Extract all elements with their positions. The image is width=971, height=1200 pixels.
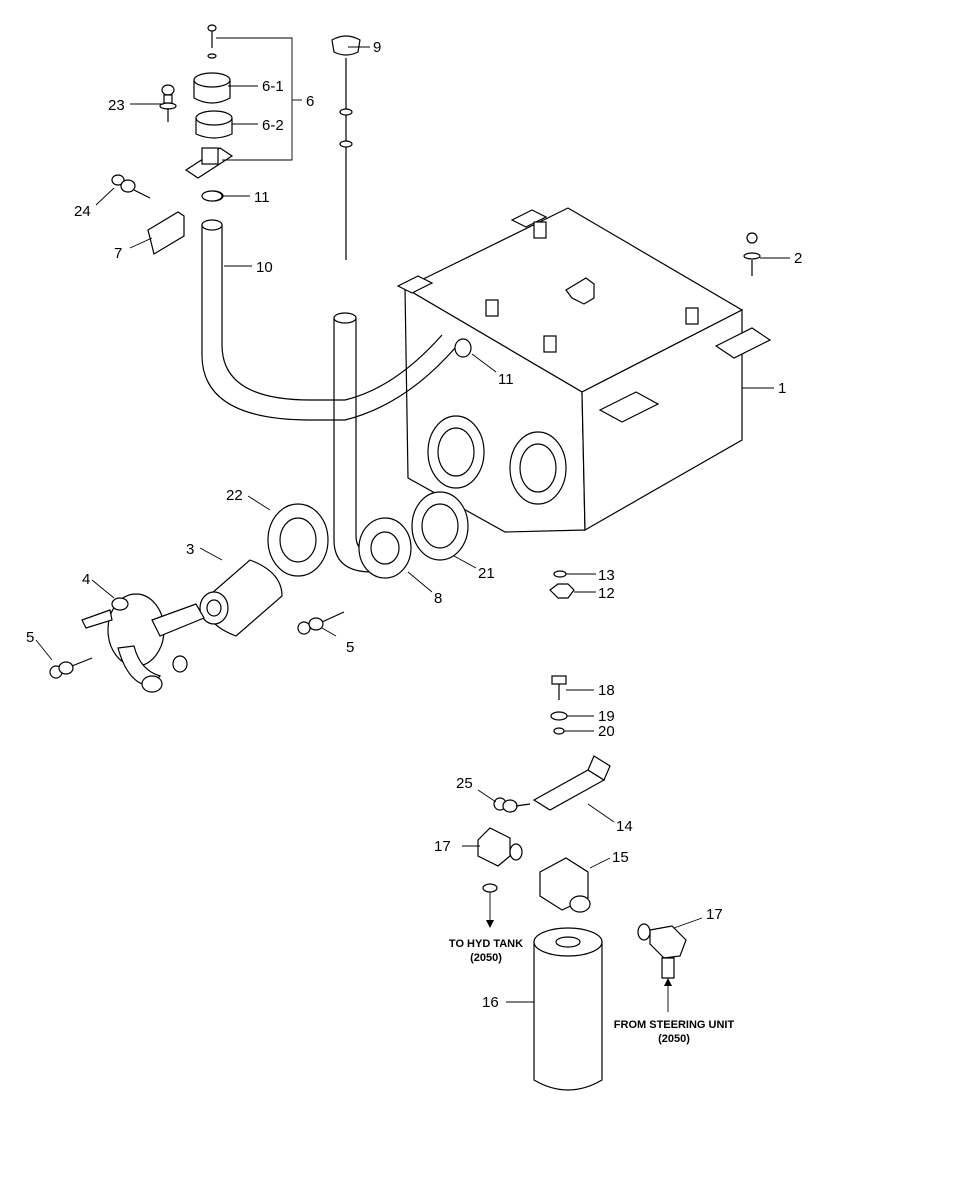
label-23: 23	[108, 97, 125, 114]
note-to-hyd-tank-ref: (2050)	[470, 952, 502, 964]
label-3: 3	[186, 541, 194, 558]
label-12: 12	[598, 585, 615, 602]
label-24: 24	[74, 203, 91, 220]
dipstick	[331, 35, 361, 260]
label-7: 7	[114, 245, 122, 262]
clamp-11-upper	[201, 190, 223, 202]
label-9: 9	[373, 39, 381, 56]
suction-hose	[201, 219, 472, 421]
label-10: 10	[256, 259, 273, 276]
label-8: 8	[434, 590, 442, 607]
note-from-steering-unit-ref: (2050)	[658, 1033, 690, 1045]
label-11-lower: 11	[498, 371, 514, 388]
label-14: 14	[616, 818, 633, 835]
bolt-18	[551, 675, 567, 700]
bolt-5-left	[49, 657, 93, 679]
label-5-center: 5	[346, 639, 354, 656]
part-labels: 9 6 6-1 6-2 23 11 24 7 10 2 1 11 22 3 4 …	[26, 39, 802, 1011]
bolt-23	[159, 84, 177, 122]
hydraulic-tank	[396, 207, 772, 533]
elbow-17-left	[477, 827, 523, 893]
label-11-upper: 11	[254, 189, 270, 206]
strainer-element	[199, 559, 283, 637]
filter-cartridge-16	[533, 927, 603, 1091]
bracket-14	[532, 755, 611, 811]
label-22: 22	[226, 487, 243, 504]
bolt-2	[743, 232, 761, 276]
label-4: 4	[82, 571, 90, 588]
label-6: 6	[306, 93, 314, 110]
label-20: 20	[598, 723, 615, 740]
label-6-1: 6-1	[262, 78, 284, 95]
filter-head-15	[539, 857, 591, 913]
oring-13	[553, 570, 567, 578]
label-19: 19	[598, 708, 615, 725]
label-1: 1	[778, 380, 786, 397]
gasket-22	[267, 503, 329, 577]
elbow-17-right	[637, 923, 687, 979]
label-13: 13	[598, 567, 615, 584]
flow-arrow-from-steering	[664, 978, 672, 1012]
drain-plug-12	[549, 583, 575, 599]
washer-20	[553, 727, 565, 735]
label-5-left: 5	[26, 629, 34, 646]
breather-assembly	[184, 24, 234, 202]
suction-fitting	[81, 593, 205, 693]
bolt-25	[493, 797, 531, 813]
note-from-steering-unit: FROM STEERING UNIT	[614, 1019, 735, 1031]
label-2: 2	[794, 250, 802, 267]
label-16: 16	[482, 994, 499, 1011]
bolt-5-center	[297, 611, 345, 635]
flow-notes: TO HYD TANK (2050) FROM STEERING UNIT (2…	[449, 938, 735, 1045]
label-17-left: 17	[434, 838, 451, 855]
label-15: 15	[612, 849, 629, 866]
leader-lines	[35, 37, 790, 1003]
label-17-right: 17	[706, 906, 723, 923]
note-to-hyd-tank: TO HYD TANK	[449, 938, 523, 950]
label-25: 25	[456, 775, 473, 792]
return-pipe	[333, 312, 412, 579]
flow-arrow-to-tank	[486, 892, 494, 928]
label-21: 21	[478, 565, 495, 582]
gasket-21	[411, 491, 469, 561]
label-6-2: 6-2	[262, 117, 284, 134]
washer-19	[550, 711, 568, 721]
label-18: 18	[598, 682, 615, 699]
bracket-7	[147, 211, 185, 255]
bolt-24	[111, 174, 151, 199]
